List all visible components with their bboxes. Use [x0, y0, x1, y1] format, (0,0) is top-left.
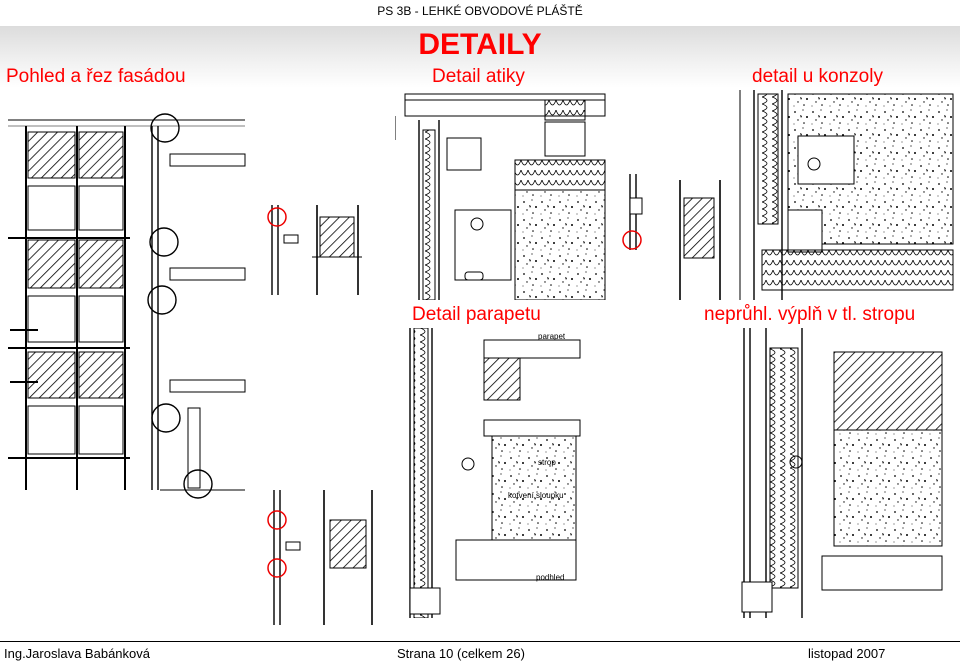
title-band [0, 26, 960, 88]
footer-author: Ing.Jaroslava Babánková [4, 646, 150, 661]
section-title-spandrel: neprůhl. výplň v tl. stropu [704, 304, 916, 325]
section-title-parapet: Detail parapetu [412, 304, 541, 325]
parapet-detail-drawing: parapet strop kotvení sloupku podhled [409, 328, 581, 618]
label-column-anchor: kotvení sloupku [508, 491, 564, 500]
glazing-detail-upper [267, 205, 362, 295]
footer-page-number: Strana 10 (celkem 26) [397, 646, 525, 661]
highlight-circle [267, 510, 287, 530]
label-parapet: parapet [538, 332, 566, 341]
footer-date: listopad 2007 [808, 646, 886, 661]
page-title: DETAILY [418, 28, 542, 61]
facade-elevation-drawing [8, 113, 246, 499]
highlight-circle [267, 558, 287, 578]
section-title-facade: Pohled a řez fasádou [6, 66, 186, 87]
label-ceiling: podhled [536, 573, 564, 582]
glazing-detail-lower [267, 490, 373, 625]
footer-divider [0, 641, 960, 642]
highlight-circle [267, 207, 287, 227]
label-floor: strop [538, 458, 556, 467]
spandrel-detail-drawing [741, 328, 943, 618]
section-title-bracket: detail u konzoly [752, 66, 883, 87]
attic-detail-drawing [395, 93, 606, 300]
section-title-attic: Detail atiky [432, 66, 525, 87]
highlight-circle [622, 230, 642, 250]
header-bar [0, 0, 960, 26]
bracket-detail-drawing [622, 90, 954, 300]
course-header: PS 3B - LEHKÉ OBVODOVÉ PLÁŠTĚ [377, 4, 583, 18]
